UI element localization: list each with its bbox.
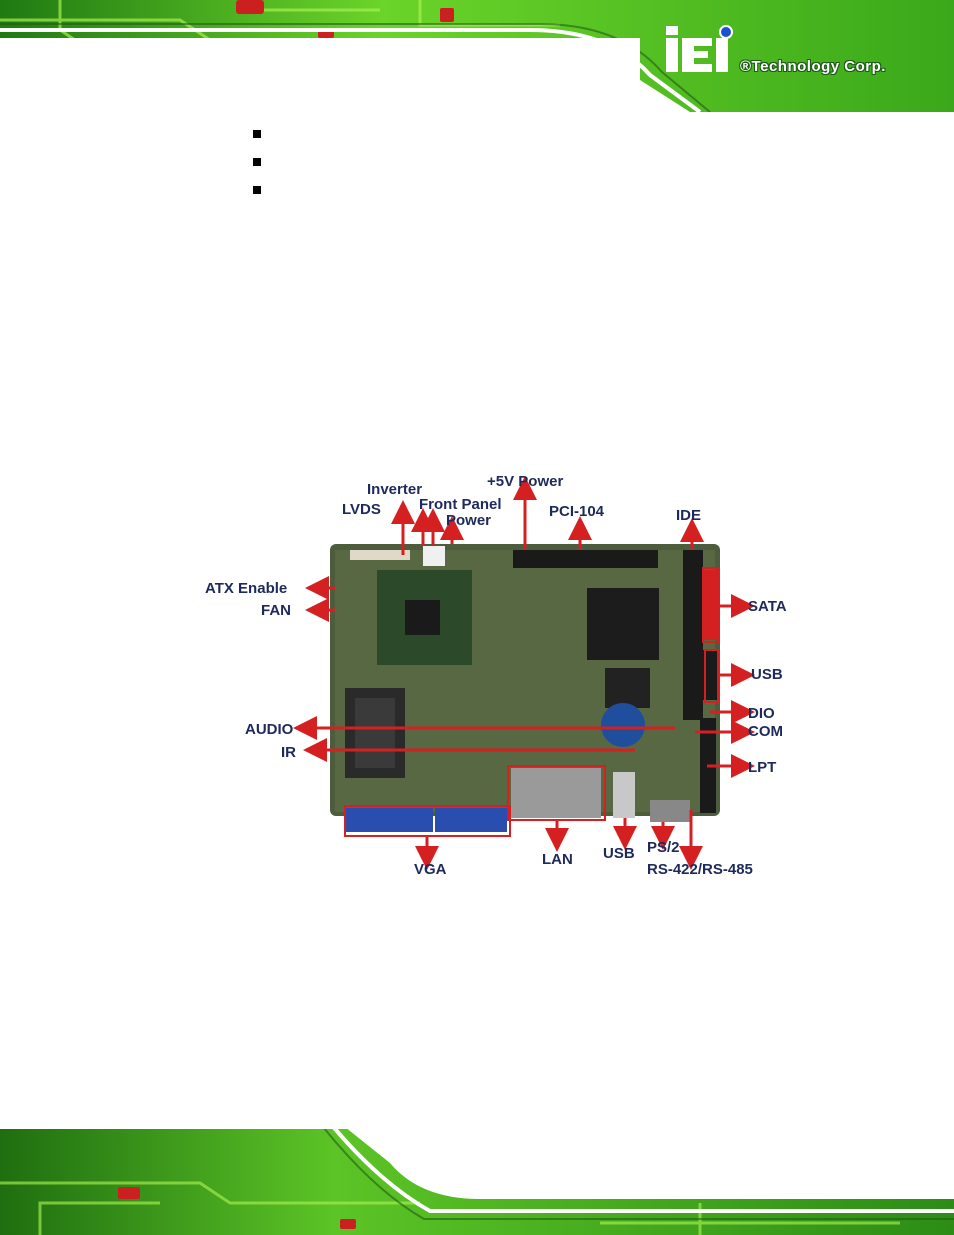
bullet-item (253, 130, 261, 138)
label-audio: AUDIO (245, 721, 294, 738)
label-lvds: LVDS (342, 501, 381, 518)
label-usb-bottom: USB (603, 845, 635, 862)
iei-logo-icon (666, 25, 733, 72)
board-layout-figure: Inverter +5V Power LVDS Front Panel Powe… (195, 470, 795, 890)
bullet-item (253, 186, 261, 194)
circuit-background (0, 0, 954, 112)
motherboard-image (293, 476, 755, 870)
label-com: COM (748, 723, 783, 740)
label-dio: DIO (748, 705, 775, 722)
label-ir: IR (281, 744, 296, 761)
label-usb-right: USB (751, 666, 783, 683)
circuit-background (0, 1123, 954, 1235)
label-ps2: PS/2 (647, 839, 680, 856)
header-banner: ®Technology Corp. (0, 0, 954, 112)
label-vga: VGA (414, 861, 447, 878)
bullet-item (253, 158, 261, 166)
label-lpt: LPT (748, 759, 777, 776)
label-atx-enable: ATX Enable (205, 580, 288, 597)
label-5v-power: +5V Power (487, 473, 564, 490)
company-name: ®Technology Corp. (740, 58, 886, 75)
label-fan: FAN (261, 602, 291, 619)
label-ide: IDE (676, 507, 702, 524)
label-front-panel: Front Panel (419, 496, 502, 513)
label-inverter: Inverter (367, 481, 423, 498)
footer-banner (0, 1123, 954, 1235)
label-lan: LAN (542, 851, 573, 868)
label-pci-104: PCI-104 (549, 503, 605, 520)
label-rs422-rs485: RS-422/RS-485 (647, 861, 753, 878)
bullet-list (253, 130, 261, 214)
label-power: Power (446, 512, 492, 529)
label-sata: SATA (748, 598, 787, 615)
